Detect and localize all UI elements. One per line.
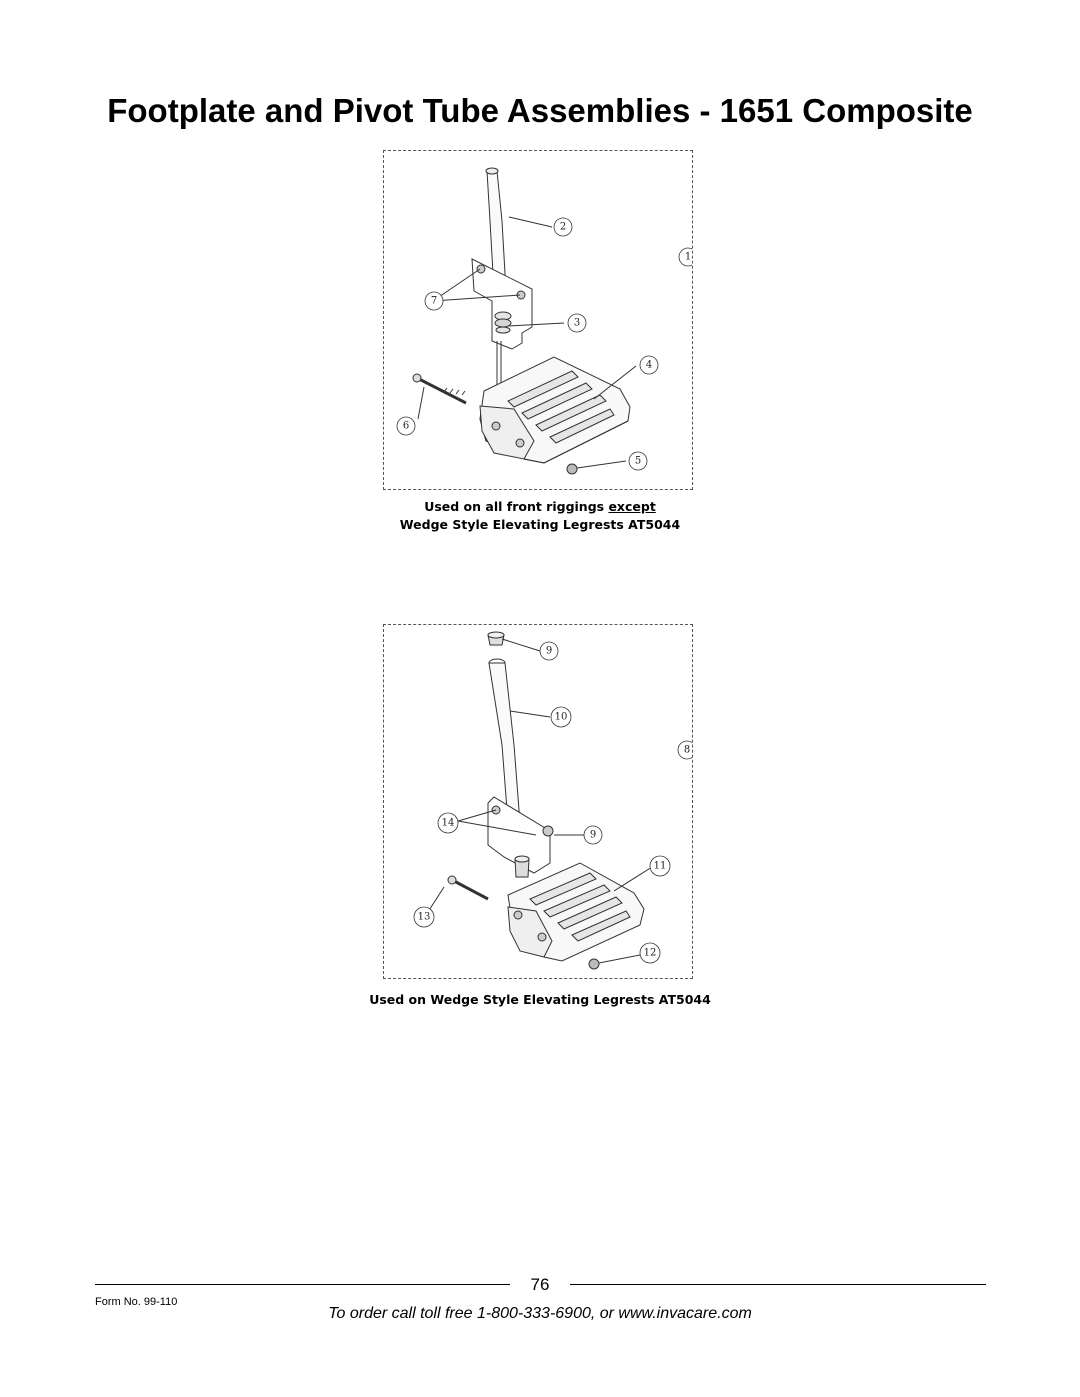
callout-label-3: 3 [574, 318, 580, 329]
callout-2 [553, 217, 573, 237]
callout-13 [413, 906, 435, 928]
figure1-caption: Used on all front riggings except Wedge … [0, 498, 1080, 534]
callout-label-13: 13 [418, 912, 431, 923]
callout-12 [639, 942, 661, 964]
callout-label-11: 11 [654, 861, 667, 872]
figure1-caption-prefix: Used on all front riggings [424, 499, 609, 514]
callout-7 [424, 291, 444, 311]
figure1-caption-line2: Wedge Style Elevating Legrests AT5044 [399, 517, 681, 532]
figure1-caption-emphasis: except [608, 499, 656, 514]
callout-11 [649, 855, 671, 877]
footer-rule-right [570, 1284, 986, 1285]
callout-9-lower [583, 825, 603, 845]
callout-label-4: 4 [646, 360, 652, 371]
callout-6 [396, 416, 416, 436]
page-title: Footplate and Pivot Tube Assemblies - 16… [107, 92, 973, 129]
callout-14 [437, 812, 459, 834]
callout-label-1: 1 [685, 252, 691, 263]
callout-8 [677, 740, 692, 760]
elevating-legrest-assembly-drawing: 8 9 10 9 11 12 13 14 [413, 631, 692, 970]
callout-4 [639, 355, 659, 375]
page-number: 76 [530, 1275, 550, 1294]
callout-label-9-top: 9 [546, 646, 552, 657]
order-contact-line: To order call toll free 1-800-333-6900, … [328, 1305, 752, 1322]
callout-3 [567, 313, 587, 333]
callout-label-9-lower: 9 [590, 830, 596, 841]
callout-label-14: 14 [442, 818, 455, 829]
footplate-assembly-drawing: 1 2 3 4 5 6 7 [396, 167, 692, 475]
callout-label-5: 5 [635, 456, 641, 467]
footplate-assembly-diagram: 1 2 3 4 5 6 7 [383, 150, 693, 490]
elevating-legrest-assembly-diagram: 8 9 10 9 11 12 13 14 [383, 624, 693, 979]
callout-label-10: 10 [555, 712, 568, 723]
callout-9-top [539, 641, 559, 661]
callout-label-6: 6 [403, 421, 409, 432]
callout-10 [550, 706, 572, 728]
form-number: Form No. 99-110 [95, 1296, 178, 1308]
figure2-caption: Used on Wedge Style Elevating Legrests A… [369, 992, 711, 1007]
callout-1 [678, 247, 692, 267]
callout-label-7: 7 [431, 296, 437, 307]
footer-rule-left [95, 1284, 510, 1285]
callout-5 [628, 451, 648, 471]
callout-label-8: 8 [684, 745, 690, 756]
callout-label-12: 12 [644, 948, 657, 959]
callout-label-2: 2 [560, 222, 566, 233]
